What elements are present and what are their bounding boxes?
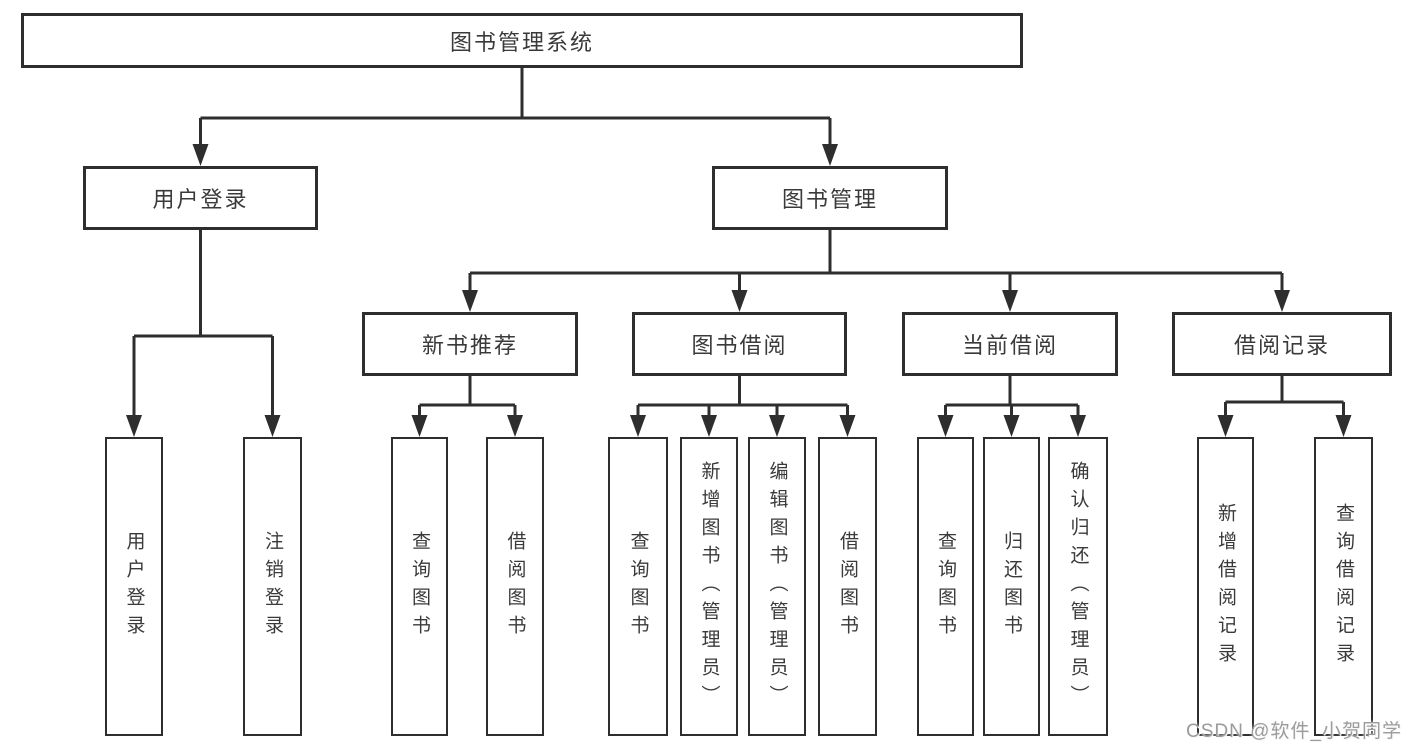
node-borrow-record: 借阅记录 (1172, 312, 1392, 376)
arrowhead-icon (1217, 415, 1234, 437)
node-label: 查询图书 (627, 530, 649, 643)
arrowhead-icon (839, 415, 856, 437)
node-label: 图书管理系统 (449, 29, 594, 55)
arrowhead-icon (507, 415, 523, 437)
node-label: 图书管理 (781, 187, 878, 212)
node-leaf-add-book: 新增图书（管理员） (680, 437, 738, 736)
arrowhead-icon (1003, 415, 1020, 437)
arrowhead-icon (1335, 415, 1352, 437)
node-root: 图书管理系统 (21, 13, 1023, 68)
node-label: 当前借阅 (961, 333, 1058, 358)
node-label: 用户登录 (123, 530, 145, 643)
node-leaf-borrow-book-2: 借阅图书 (818, 437, 877, 736)
arrowhead-icon (411, 415, 428, 437)
node-label: 查询图书 (409, 530, 430, 643)
node-label: 查询图书 (935, 530, 956, 643)
node-leaf-user-login: 用户登录 (105, 437, 163, 736)
node-book-mgmt: 图书管理 (712, 166, 948, 230)
node-label: 归还图书 (1001, 530, 1022, 643)
node-leaf-borrow-book-1: 借阅图书 (486, 437, 544, 736)
arrowhead-icon (1002, 290, 1018, 312)
node-label: 图书借阅 (691, 333, 788, 358)
arrowhead-icon (192, 144, 209, 166)
node-leaf-edit-book: 编辑图书（管理员） (748, 437, 806, 736)
node-book-borrow: 图书借阅 (632, 312, 847, 376)
arrowhead-icon (1274, 290, 1290, 312)
node-label: 注销登录 (262, 530, 283, 643)
node-label: 借阅图书 (504, 530, 526, 643)
arrowhead-icon (701, 415, 717, 437)
arrowhead-icon (630, 415, 646, 437)
node-user-login: 用户登录 (83, 166, 318, 230)
arrowhead-icon (264, 415, 281, 437)
node-label: 借阅图书 (837, 530, 858, 643)
node-leaf-return-book: 归还图书 (983, 437, 1040, 736)
arrowhead-icon (937, 415, 954, 437)
node-label: 新增图书（管理员） (698, 460, 720, 713)
arrowhead-icon (126, 415, 142, 437)
arrowhead-icon (731, 290, 748, 312)
arrowhead-icon (769, 415, 785, 437)
edge-path (132, 68, 1345, 419)
node-label: 编辑图书（管理员） (766, 460, 788, 713)
node-leaf-query-book-2: 查询图书 (608, 437, 668, 736)
arrowhead-icon (462, 290, 478, 312)
node-leaf-query-book-3: 查询图书 (917, 437, 974, 736)
node-leaf-logout: 注销登录 (243, 437, 302, 736)
node-label: 新增借阅记录 (1215, 502, 1236, 671)
node-new-book-rec: 新书推荐 (362, 312, 578, 376)
arrowhead-icon (1070, 415, 1086, 437)
node-current-borrow: 当前借阅 (902, 312, 1118, 376)
node-leaf-query-record: 查询借阅记录 (1314, 437, 1373, 736)
node-label: 新书推荐 (421, 333, 518, 358)
node-label: 确认归还（管理员） (1067, 460, 1089, 713)
node-leaf-confirm-return: 确认归还（管理员） (1048, 437, 1108, 736)
node-label: 查询借阅记录 (1333, 502, 1354, 671)
watermark: CSDN @软件_小贺同学 (1186, 721, 1402, 742)
arrowhead-icon (822, 144, 838, 166)
node-label: 借阅记录 (1233, 333, 1330, 358)
node-leaf-query-book-1: 查询图书 (391, 437, 448, 736)
node-label: 用户登录 (152, 187, 249, 212)
node-leaf-add-record: 新增借阅记录 (1197, 437, 1254, 736)
